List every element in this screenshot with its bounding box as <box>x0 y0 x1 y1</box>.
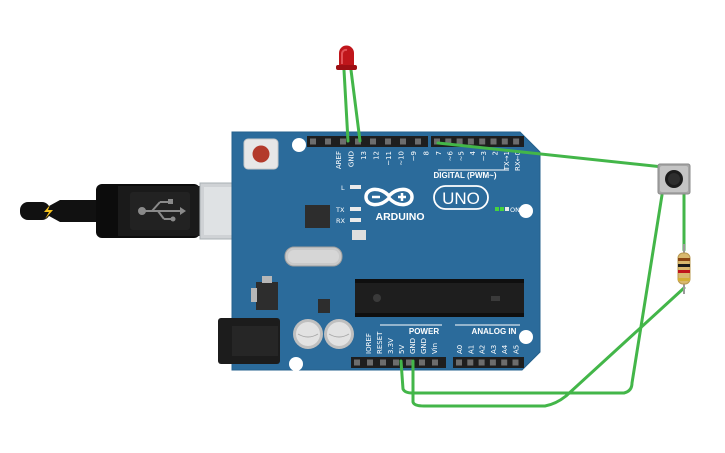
pin-label: ~6 <box>446 150 454 161</box>
mounting-hole <box>519 330 533 344</box>
header-pin[interactable] <box>490 138 497 145</box>
mounting-hole <box>289 357 303 371</box>
header-pin[interactable] <box>478 359 485 366</box>
pin-label: GND <box>420 338 428 354</box>
wire-led-anode <box>342 68 350 143</box>
digital-header[interactable] <box>307 136 524 147</box>
pin-label: IOREF <box>365 333 373 354</box>
pin-label: A0 <box>456 345 464 354</box>
capacitor <box>324 319 354 349</box>
header-pin[interactable] <box>434 138 440 145</box>
header-pin[interactable] <box>393 359 399 366</box>
power-header[interactable] <box>351 357 446 368</box>
pin-label: 13 <box>360 151 368 160</box>
pin-label: GND <box>409 338 417 354</box>
header-pin[interactable] <box>456 359 462 366</box>
pin-label: 8 <box>423 151 431 155</box>
header-pin[interactable] <box>419 359 425 366</box>
pin-label: AREF <box>335 151 343 169</box>
power-section-label: POWER <box>409 327 439 336</box>
brand-text: ARDUINO <box>376 211 425 223</box>
wires[interactable] <box>342 68 686 408</box>
pin-label: A1 <box>467 345 475 354</box>
pin-label: RX←0 <box>514 151 522 171</box>
onboard-leds: L TX RX ON <box>335 184 520 225</box>
arduino-logo: ARDUINO UNO <box>364 185 489 223</box>
header-pin[interactable] <box>467 359 474 366</box>
resistor[interactable] <box>677 244 691 294</box>
header-pin[interactable] <box>325 138 331 145</box>
header-pin[interactable] <box>513 138 520 145</box>
header-pin[interactable] <box>445 138 452 145</box>
atmega-microcontroller <box>355 279 524 317</box>
digital-section-label: DIGITAL (PWM~) <box>433 171 496 180</box>
pin-label: TX→1 <box>503 151 511 171</box>
header-pin[interactable] <box>406 359 412 366</box>
pin-label: ~10 <box>398 151 406 166</box>
wire-gnd-to-resistor <box>411 286 686 408</box>
header-pin[interactable] <box>489 359 496 366</box>
lightning-bolt-icon <box>44 205 53 219</box>
header-pin[interactable] <box>456 138 463 145</box>
header-pin[interactable] <box>310 138 316 145</box>
header-pin[interactable] <box>479 138 486 145</box>
header-pin[interactable] <box>415 138 421 145</box>
header-pin[interactable] <box>354 359 360 366</box>
pin-label: ~9 <box>410 151 418 161</box>
transistor <box>318 299 330 313</box>
pin-label: ~5 <box>458 151 466 161</box>
pin-label: RESET <box>376 331 384 354</box>
red-led[interactable] <box>336 45 357 70</box>
power-jack[interactable] <box>218 318 280 364</box>
pin-label: 12 <box>373 151 381 160</box>
pin-label: A5 <box>513 345 521 354</box>
pin-label: ~11 <box>385 151 393 166</box>
led-rx-label: RX <box>336 217 346 225</box>
header-pin[interactable] <box>370 138 376 145</box>
pin-label: ~3 <box>480 151 488 161</box>
header-pin[interactable] <box>367 359 373 366</box>
header-pin[interactable] <box>400 138 406 145</box>
model-text: UNO <box>442 189 480 208</box>
pin-label: 3.3V <box>387 338 395 354</box>
wire-5v-to-button <box>399 193 664 395</box>
pin-label: GND <box>348 151 356 167</box>
analog-header[interactable] <box>453 357 524 368</box>
header-pin[interactable] <box>467 138 474 145</box>
pin-label: 4 <box>469 150 477 155</box>
pin-label: A2 <box>479 345 487 354</box>
pin-label: 5V <box>398 345 406 354</box>
led-on-label: ON <box>510 206 520 214</box>
pin-label: A4 <box>501 344 509 354</box>
reset-button[interactable] <box>243 138 279 170</box>
mounting-hole <box>519 204 533 218</box>
led-tx-label: TX <box>335 206 345 214</box>
header-pin[interactable] <box>501 138 508 145</box>
wire-pin2-to-button <box>436 141 665 169</box>
header-pin[interactable] <box>380 359 386 366</box>
header-pin[interactable] <box>355 138 361 145</box>
push-button[interactable] <box>657 163 691 195</box>
pin-label: A3 <box>490 345 498 354</box>
header-pin[interactable] <box>512 359 519 366</box>
analog-section-label: ANALOG IN <box>472 327 517 336</box>
mounting-hole <box>292 138 306 152</box>
usb-chip <box>305 205 330 228</box>
capacitor <box>293 319 323 349</box>
led-l-label: L <box>341 184 345 192</box>
pin-label: 7 <box>435 151 443 155</box>
pin-label: Vin <box>431 343 439 354</box>
smd-component <box>352 230 366 240</box>
header-pin[interactable] <box>501 359 508 366</box>
header-pin[interactable] <box>340 138 346 145</box>
voltage-regulator <box>251 276 278 310</box>
wire-led-cathode <box>349 68 362 143</box>
pin-label: 2 <box>492 151 500 155</box>
usb-icon <box>138 199 186 222</box>
header-pin[interactable] <box>385 138 391 145</box>
header-pin[interactable] <box>432 359 438 366</box>
